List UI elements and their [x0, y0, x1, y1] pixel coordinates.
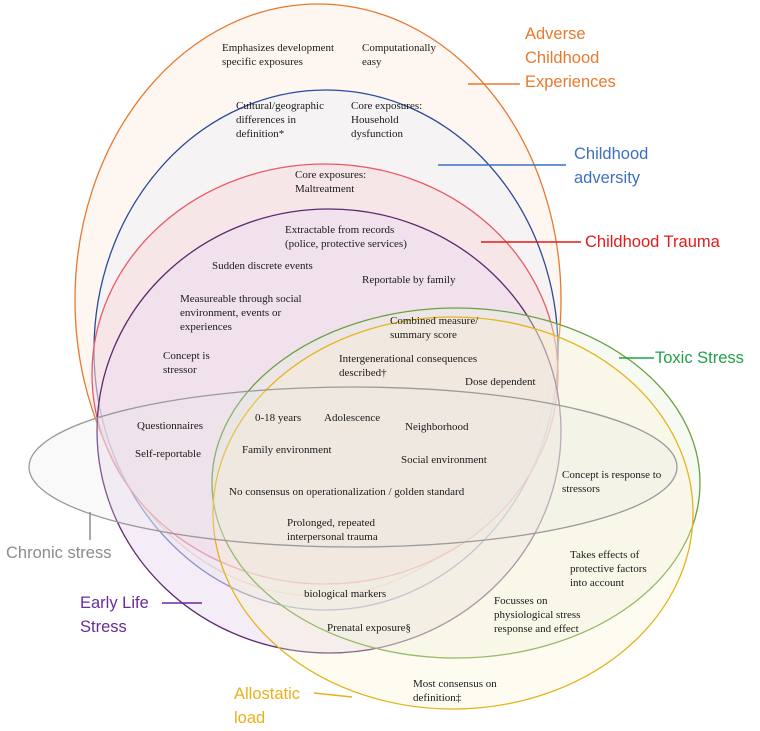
chronic-stress-label: Chronic stress: [6, 544, 112, 562]
text-computationally-easy: Computationally easy: [362, 42, 436, 68]
text-combined-measure: Combined measure/ summary score: [390, 315, 479, 341]
text-neighborhood: Neighborhood: [405, 421, 469, 433]
text-extractable: Extractable from records (police, protec…: [285, 224, 407, 250]
text-concept-response: Concept is response to stressors: [562, 469, 662, 495]
early-life-stress-ellipse: [96, 208, 562, 654]
text-core-household: Core exposures: Household dysfunction: [351, 100, 423, 140]
early-life-stress-label: Early Life Stress: [80, 594, 149, 636]
childhood-adversity-label: Childhood adversity: [574, 145, 649, 187]
childhood-trauma-label: Childhood Trauma: [585, 233, 720, 251]
text-family-environment: Family environment: [242, 444, 332, 456]
text-core-maltreatment: Core exposures: Maltreatment: [295, 169, 367, 195]
text-focusses: Focusses on physiological stress respons…: [494, 595, 581, 635]
allostatic-load-label: Allostatic load: [234, 685, 301, 727]
chronic-stress-ellipse: [28, 386, 678, 548]
allostatic-load-ellipse: [212, 316, 694, 710]
text-most-consensus: Most consensus on definition‡: [413, 678, 497, 704]
text-reportable: Reportable by family: [362, 274, 456, 286]
toxic-stress-label: Toxic Stress: [655, 349, 744, 367]
text-concept-stressor: Concept is stressor: [163, 350, 210, 376]
text-social-environment: Social environment: [401, 454, 487, 466]
text-no-consensus: No consensus on operationalization / gol…: [229, 486, 465, 498]
text-biological-markers: biological markers: [304, 588, 387, 600]
text-self-reportable: Self-reportable: [135, 448, 201, 460]
text-intergenerational: Intergenerational consequences described…: [339, 353, 478, 379]
text-cultural-differences: Cultural/geographic differences in defin…: [236, 100, 324, 140]
text-prenatal-exposure: Prenatal exposure§: [327, 622, 411, 634]
text-0-18-years: 0-18 years: [255, 412, 302, 424]
text-questionnaires: Questionnaires: [137, 420, 203, 432]
text-sudden-events: Sudden discrete events: [212, 260, 313, 272]
text-adolescence: Adolescence: [324, 412, 381, 424]
aces-label: Adverse Childhood Experiences: [525, 25, 616, 91]
toxic-stress-ellipse: [211, 307, 701, 659]
text-dose-dependent: Dose dependent: [465, 376, 536, 388]
text-takes-effects: Takes effects of protective factors into…: [570, 549, 647, 589]
text-measureable: Measureable through social environment, …: [180, 293, 302, 333]
text-emphasizes-development: Emphasizes development specific exposure…: [222, 42, 335, 68]
allostatic-leader-line: [313, 692, 353, 698]
text-prolonged-trauma: Prolonged, repeated interpersonal trauma: [287, 517, 378, 543]
